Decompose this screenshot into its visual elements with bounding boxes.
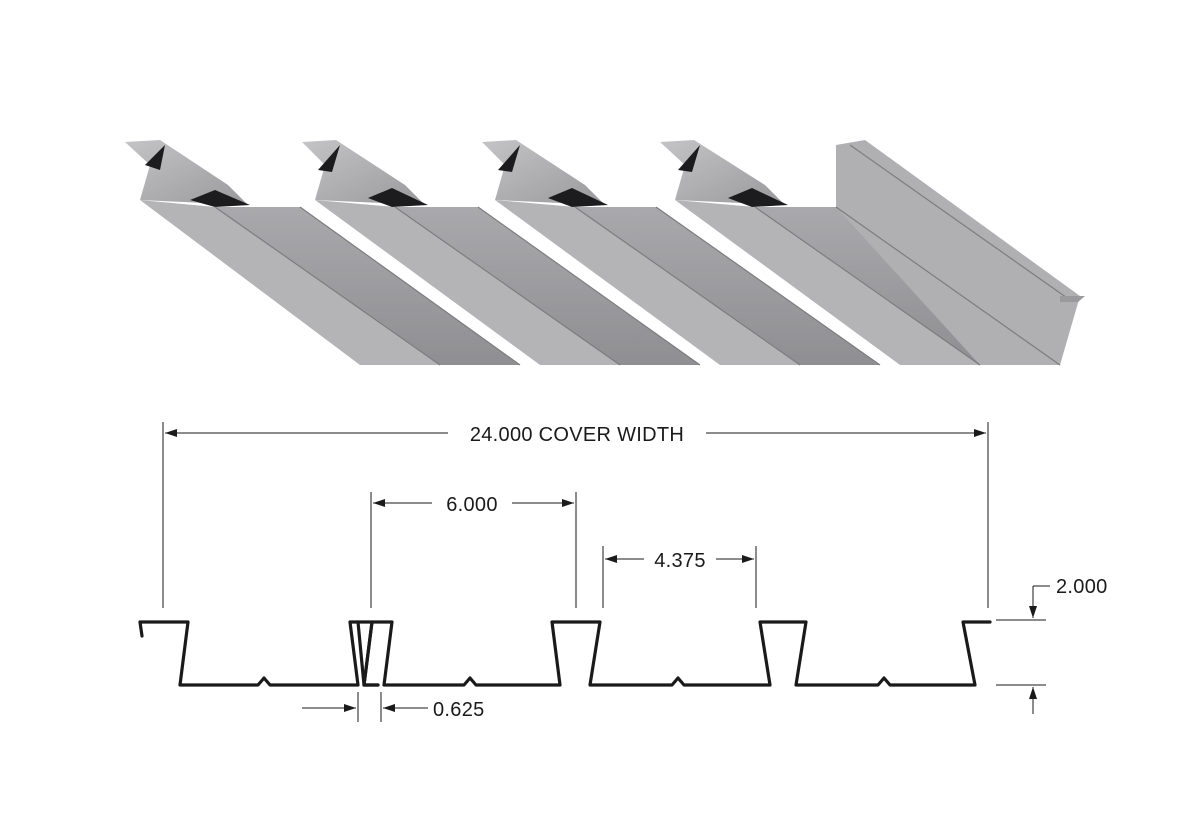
rib-shadow-3b	[548, 188, 608, 207]
rib-shadow-2	[318, 145, 340, 172]
valley-strip-1	[215, 207, 520, 365]
rib-strip-3	[495, 200, 800, 365]
end-lip	[1060, 296, 1085, 302]
bottom-flat-label: 4.375	[654, 550, 706, 572]
rib-shadow-3	[498, 145, 520, 172]
rib-shadow-2b	[368, 188, 428, 207]
dimension-annotations: 24.000 COVER WIDTH 6.000 4.375 2.000 0.6…	[162, 422, 1108, 722]
rib-shadow-1b	[190, 190, 250, 207]
valley-strip-2	[395, 207, 700, 365]
height-label: 2.000	[1056, 576, 1108, 598]
end-rib-strip	[836, 140, 1080, 365]
rib-shadow-1	[145, 145, 165, 170]
cross-section-profile	[138, 620, 992, 687]
rib-spacing-label: 6.000	[446, 494, 498, 516]
rib-shadow-4	[678, 145, 700, 172]
rib-strip-1	[140, 200, 440, 365]
rib-shadow-4b	[728, 188, 788, 207]
rib-strip-4	[675, 200, 980, 365]
rib-strip-2	[315, 200, 620, 365]
panel-3d-view	[125, 140, 1085, 366]
valley-strip-3	[575, 207, 880, 365]
rib-gap-label: 0.625	[433, 699, 485, 721]
cover-width-label: 24.000 COVER WIDTH	[470, 424, 684, 446]
rib-end-1	[125, 140, 248, 205]
